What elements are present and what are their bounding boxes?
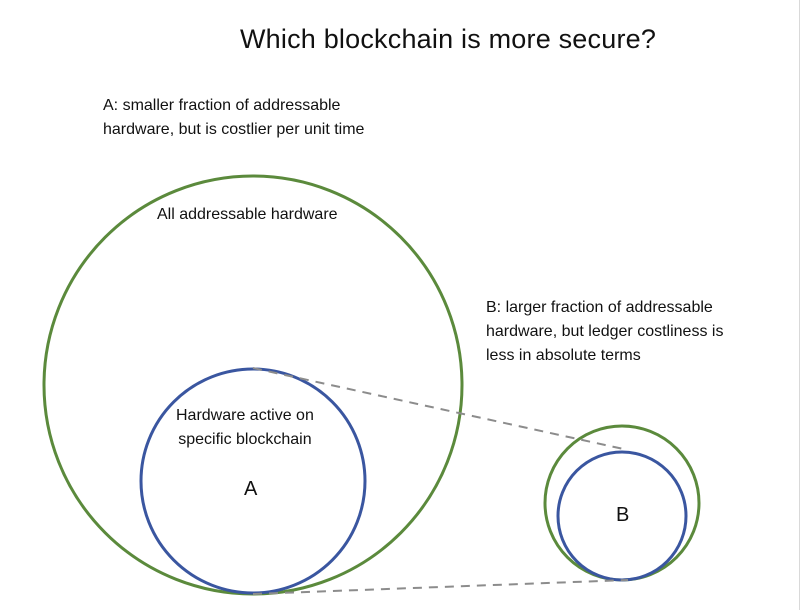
blockchain-a-label: A — [244, 478, 258, 500]
blockchain-b-label: B — [616, 504, 630, 526]
note-a-line-1: A: smaller fraction of addressable — [103, 97, 341, 114]
connector-bottom-line — [252, 579, 629, 595]
active-hardware-label: Hardware active on specific blockchain — [176, 404, 314, 452]
active-hardware-label-line-2: specific blockchain — [178, 431, 312, 448]
all-hardware-label: All addressable hardware — [157, 206, 338, 223]
active-hardware-label-line-1: Hardware active on — [176, 407, 314, 424]
note-a: A: smaller fraction of addressable hardw… — [103, 94, 364, 142]
note-b-line-1: B: larger fraction of addressable — [486, 299, 713, 316]
diagram-title: Which blockchain is more secure? — [240, 24, 657, 54]
note-b-line-3: less in absolute terms — [486, 347, 641, 364]
note-a-line-2: hardware, but is costlier per unit time — [103, 121, 365, 138]
all-hardware-circle-a — [42, 174, 464, 596]
note-b-line-2: hardware, but ledger costliness is — [486, 323, 724, 340]
note-b: B: larger fraction of addressable hardwa… — [486, 296, 723, 368]
all-hardware-circle-b — [543, 424, 701, 582]
